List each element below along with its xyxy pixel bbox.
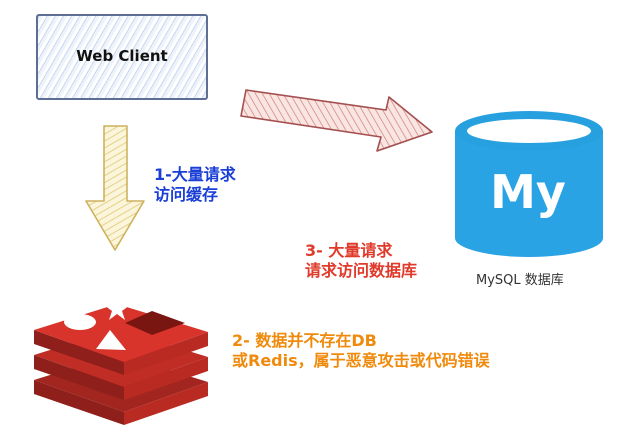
step3-line1: 3- 大量请求: [305, 241, 393, 260]
step2-label: 2- 数据并不存在DB 或Redis，属于恶意攻击或代码错误: [232, 331, 490, 371]
web-client-label: Web Client: [76, 47, 168, 65]
step1-line2: 访问缓存: [154, 185, 219, 204]
mysql-database-icon: My: [455, 111, 603, 257]
step3-line2: 请求访问数据库: [305, 261, 418, 280]
step1-label: 1-大量请求 访问缓存: [154, 165, 236, 205]
step1-line1: 1-大量请求: [154, 165, 236, 184]
step2-line1: 2- 数据并不存在DB: [232, 331, 377, 350]
redis-logo-icon: [34, 296, 208, 425]
mysql-caption: MySQL 数据库: [476, 273, 564, 288]
web-client-box: [36, 14, 208, 100]
step2-line2: 或Redis，属于恶意攻击或代码错误: [232, 351, 490, 370]
step3-label: 3- 大量请求 请求访问数据库: [305, 241, 417, 281]
right-arrow-icon: [240, 89, 433, 152]
mysql-logo-text: My: [490, 165, 566, 219]
down-arrow-icon: [85, 125, 145, 251]
